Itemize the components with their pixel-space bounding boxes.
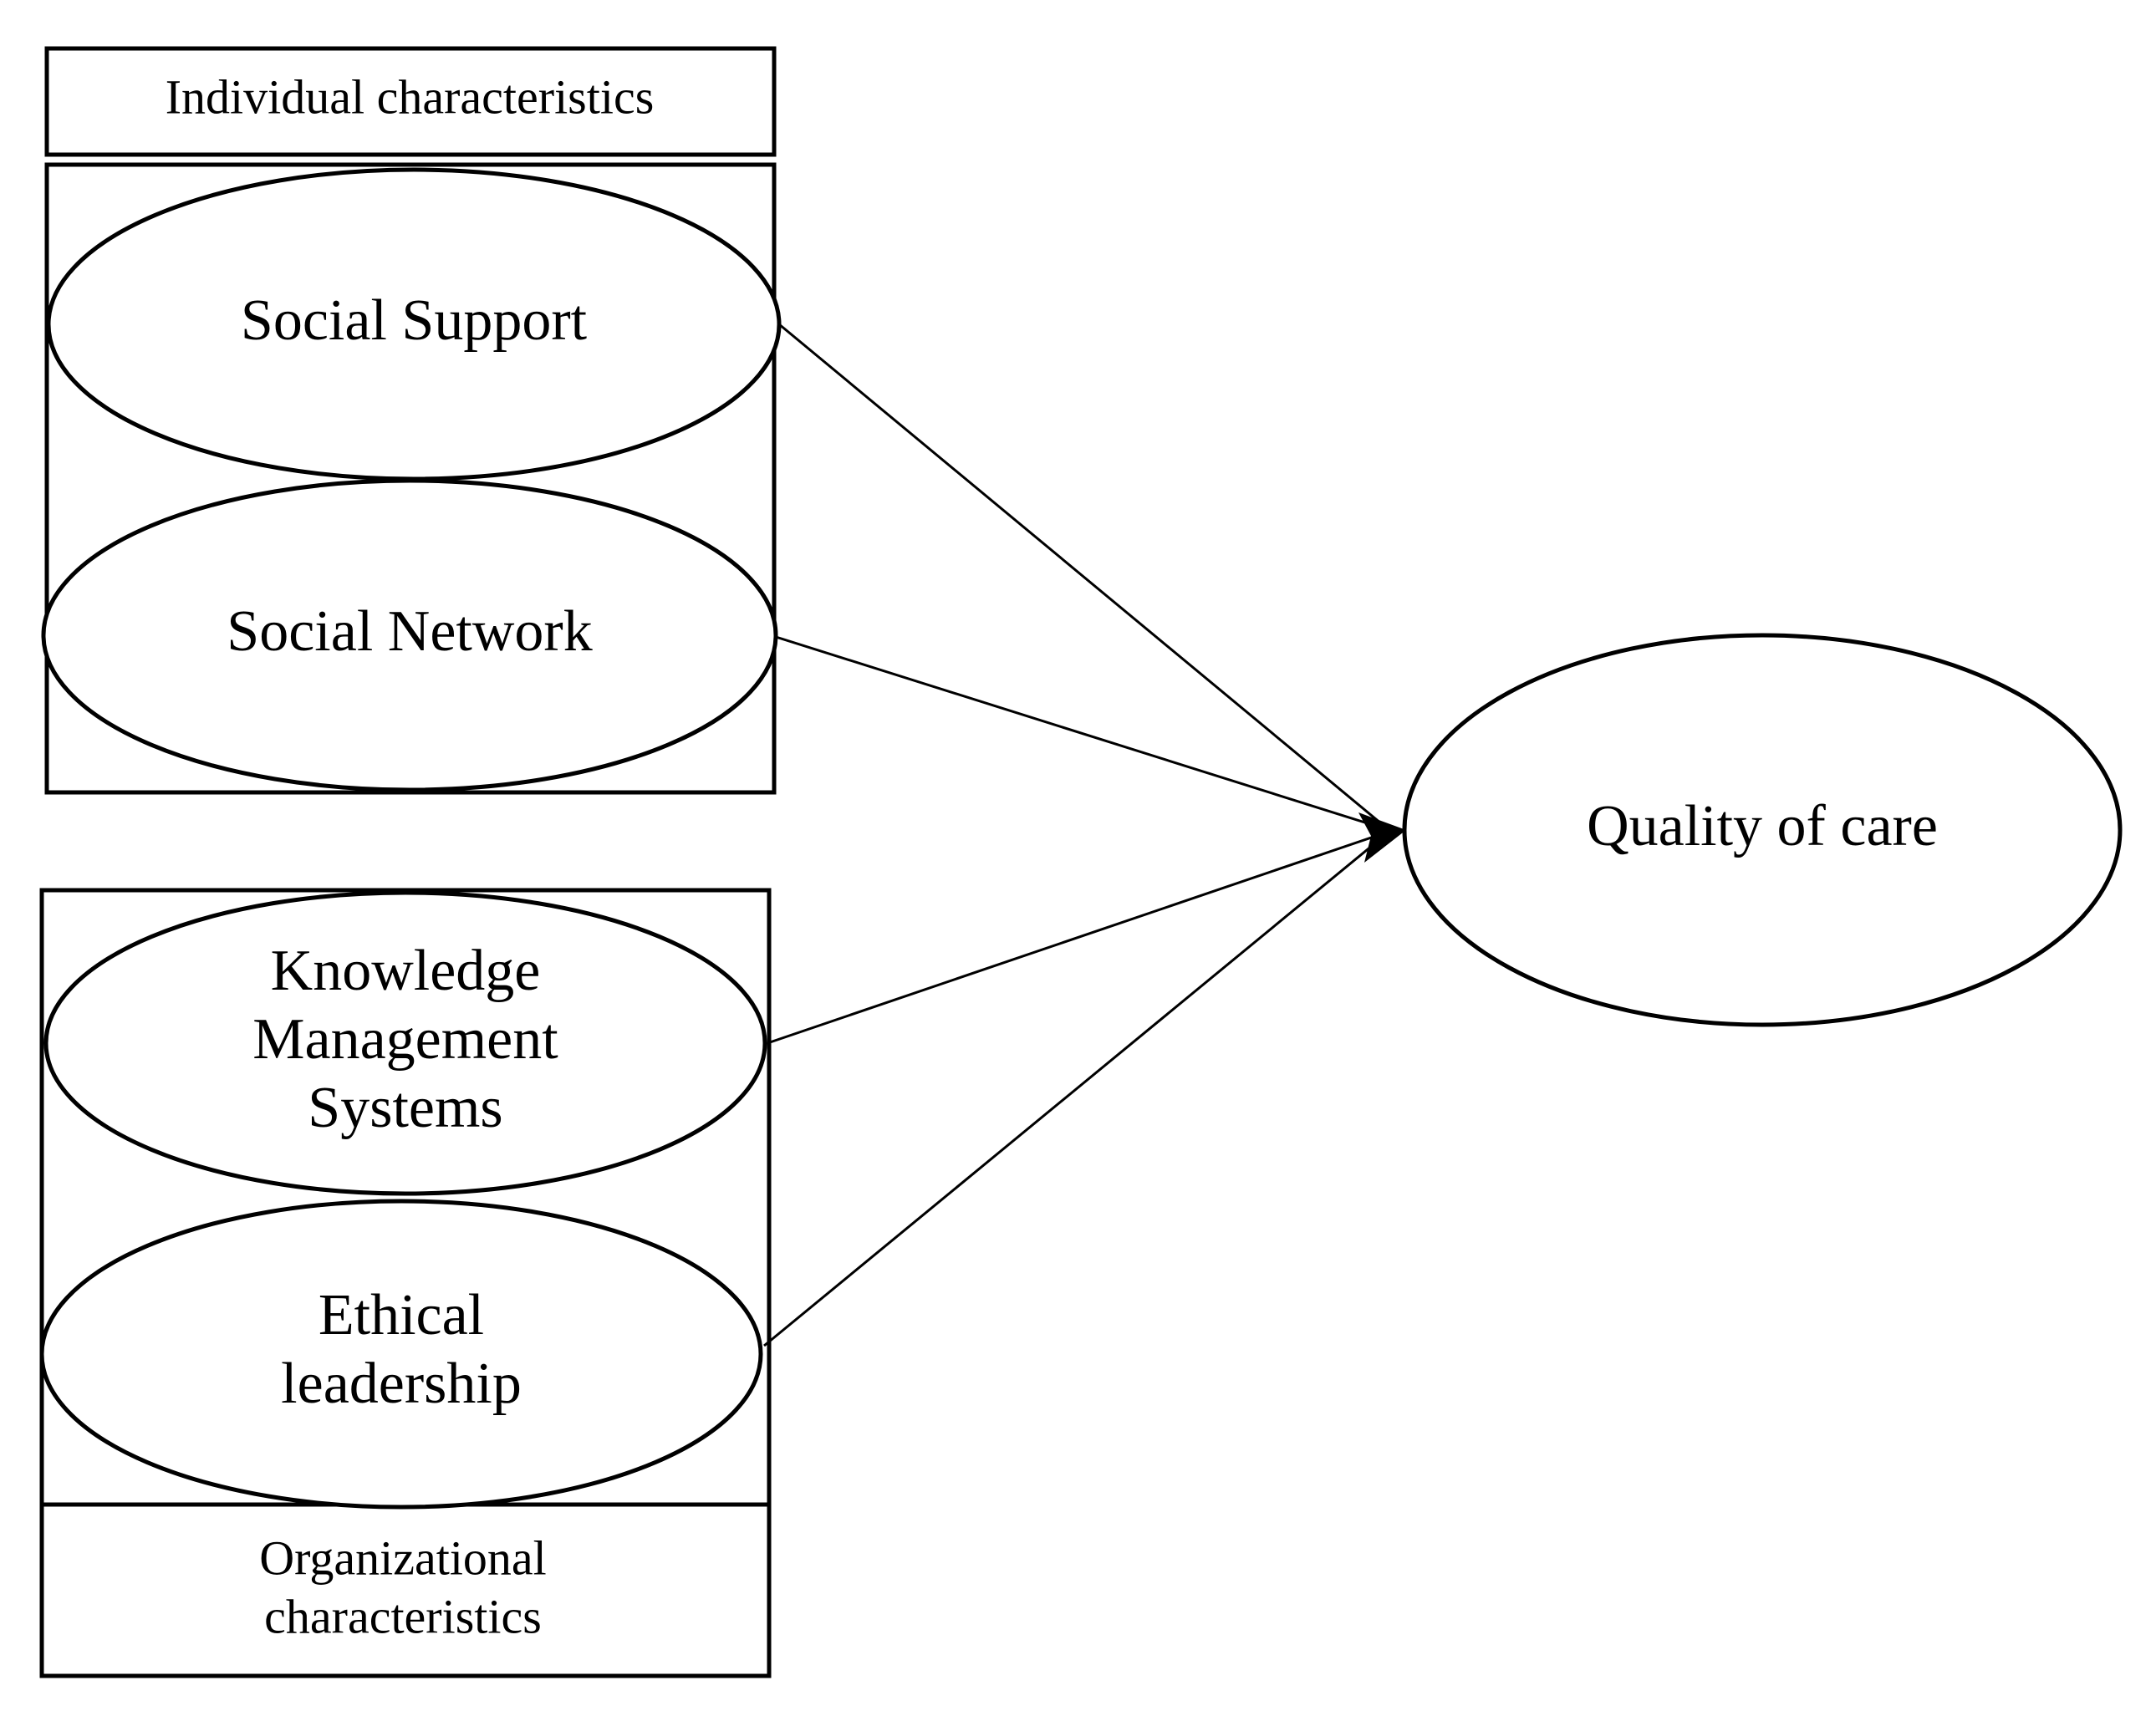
ethical-leadership-label-line1: Ethical <box>319 1283 484 1347</box>
arrow-social-support-to-quality <box>778 323 1387 829</box>
organizational-characteristics-title-line2: characteristics <box>264 1589 542 1643</box>
organizational-characteristics-title-line1: Organizational <box>259 1530 547 1585</box>
node-quality-of-care: Quality of care <box>1402 633 2123 1027</box>
kms-label-line3: Systems <box>308 1076 502 1140</box>
individual-characteristics-header-box <box>44 46 777 157</box>
arrow-kms-to-quality <box>767 831 1387 1045</box>
edges <box>763 323 1406 1347</box>
node-knowledge-management-systems: Knowledge Management Systems <box>43 890 767 1196</box>
kms-label-line1: Knowledge <box>271 939 541 1003</box>
organizational-characteristics-footer-box <box>39 1502 772 1678</box>
kms-label-line2: Management <box>252 1007 558 1072</box>
ethical-leadership-ellipse <box>39 1199 763 1510</box>
node-social-network: Social Network <box>41 478 778 792</box>
arrow-social-network-to-quality <box>775 635 1387 831</box>
social-support-label: Social Support <box>241 288 588 353</box>
social-network-ellipse <box>41 478 778 792</box>
quality-of-care-ellipse <box>1402 633 2123 1027</box>
social-network-label: Social Network <box>227 599 592 664</box>
ethical-leadership-label-line2: leadership <box>281 1352 522 1416</box>
node-social-support: Social Support <box>46 167 782 481</box>
individual-characteristics-title: Individual characteristics <box>166 69 655 124</box>
arrowhead-quality-of-care <box>1358 812 1406 863</box>
quality-of-care-label: Quality of care <box>1587 794 1938 858</box>
node-ethical-leadership: Ethical leadership <box>39 1199 763 1510</box>
kms-ellipse <box>43 890 767 1196</box>
arrow-ethical-leadership-to-quality <box>763 833 1387 1347</box>
